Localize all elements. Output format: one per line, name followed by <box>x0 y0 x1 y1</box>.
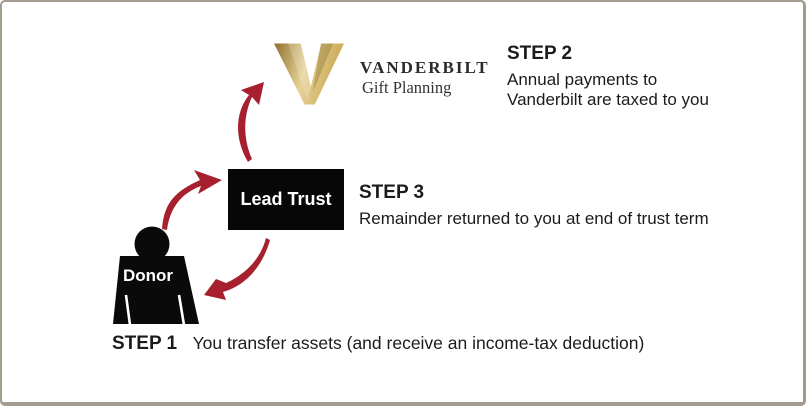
step1-text: You transfer assets (and receive an inco… <box>192 333 645 353</box>
lead-trust-label: Lead Trust <box>240 189 332 209</box>
lead-trust-node: Lead Trust <box>228 169 344 230</box>
step3-text: Remainder returned to you at end of trus… <box>359 209 709 228</box>
step3-block: STEP 3 Remainder returned to you at end … <box>359 182 709 229</box>
step3-heading: STEP 3 <box>359 182 425 203</box>
step1-block: STEP 1 You transfer assets (and receive … <box>112 333 644 355</box>
donor-person-icon <box>113 226 199 325</box>
arrow-trust-to-donor-icon <box>204 238 270 300</box>
logo-wordmark: VANDERBILT <box>360 58 490 77</box>
step2-block: STEP 2 Annual payments to Vanderbilt are… <box>507 43 709 110</box>
arrow-trust-to-vanderbilt-icon <box>238 82 264 162</box>
vanderbilt-v-logo-icon <box>274 43 344 105</box>
arrow-donor-to-trust-icon <box>162 170 222 230</box>
step1-heading: STEP 1 <box>112 333 178 354</box>
step2-heading: STEP 2 <box>507 43 573 64</box>
step2-text-line1: Annual payments to <box>507 70 658 89</box>
donor-label: Donor <box>122 266 174 285</box>
logo-subtitle: Gift Planning <box>362 78 452 97</box>
step2-text-line2: Vanderbilt are taxed to you <box>507 90 709 109</box>
